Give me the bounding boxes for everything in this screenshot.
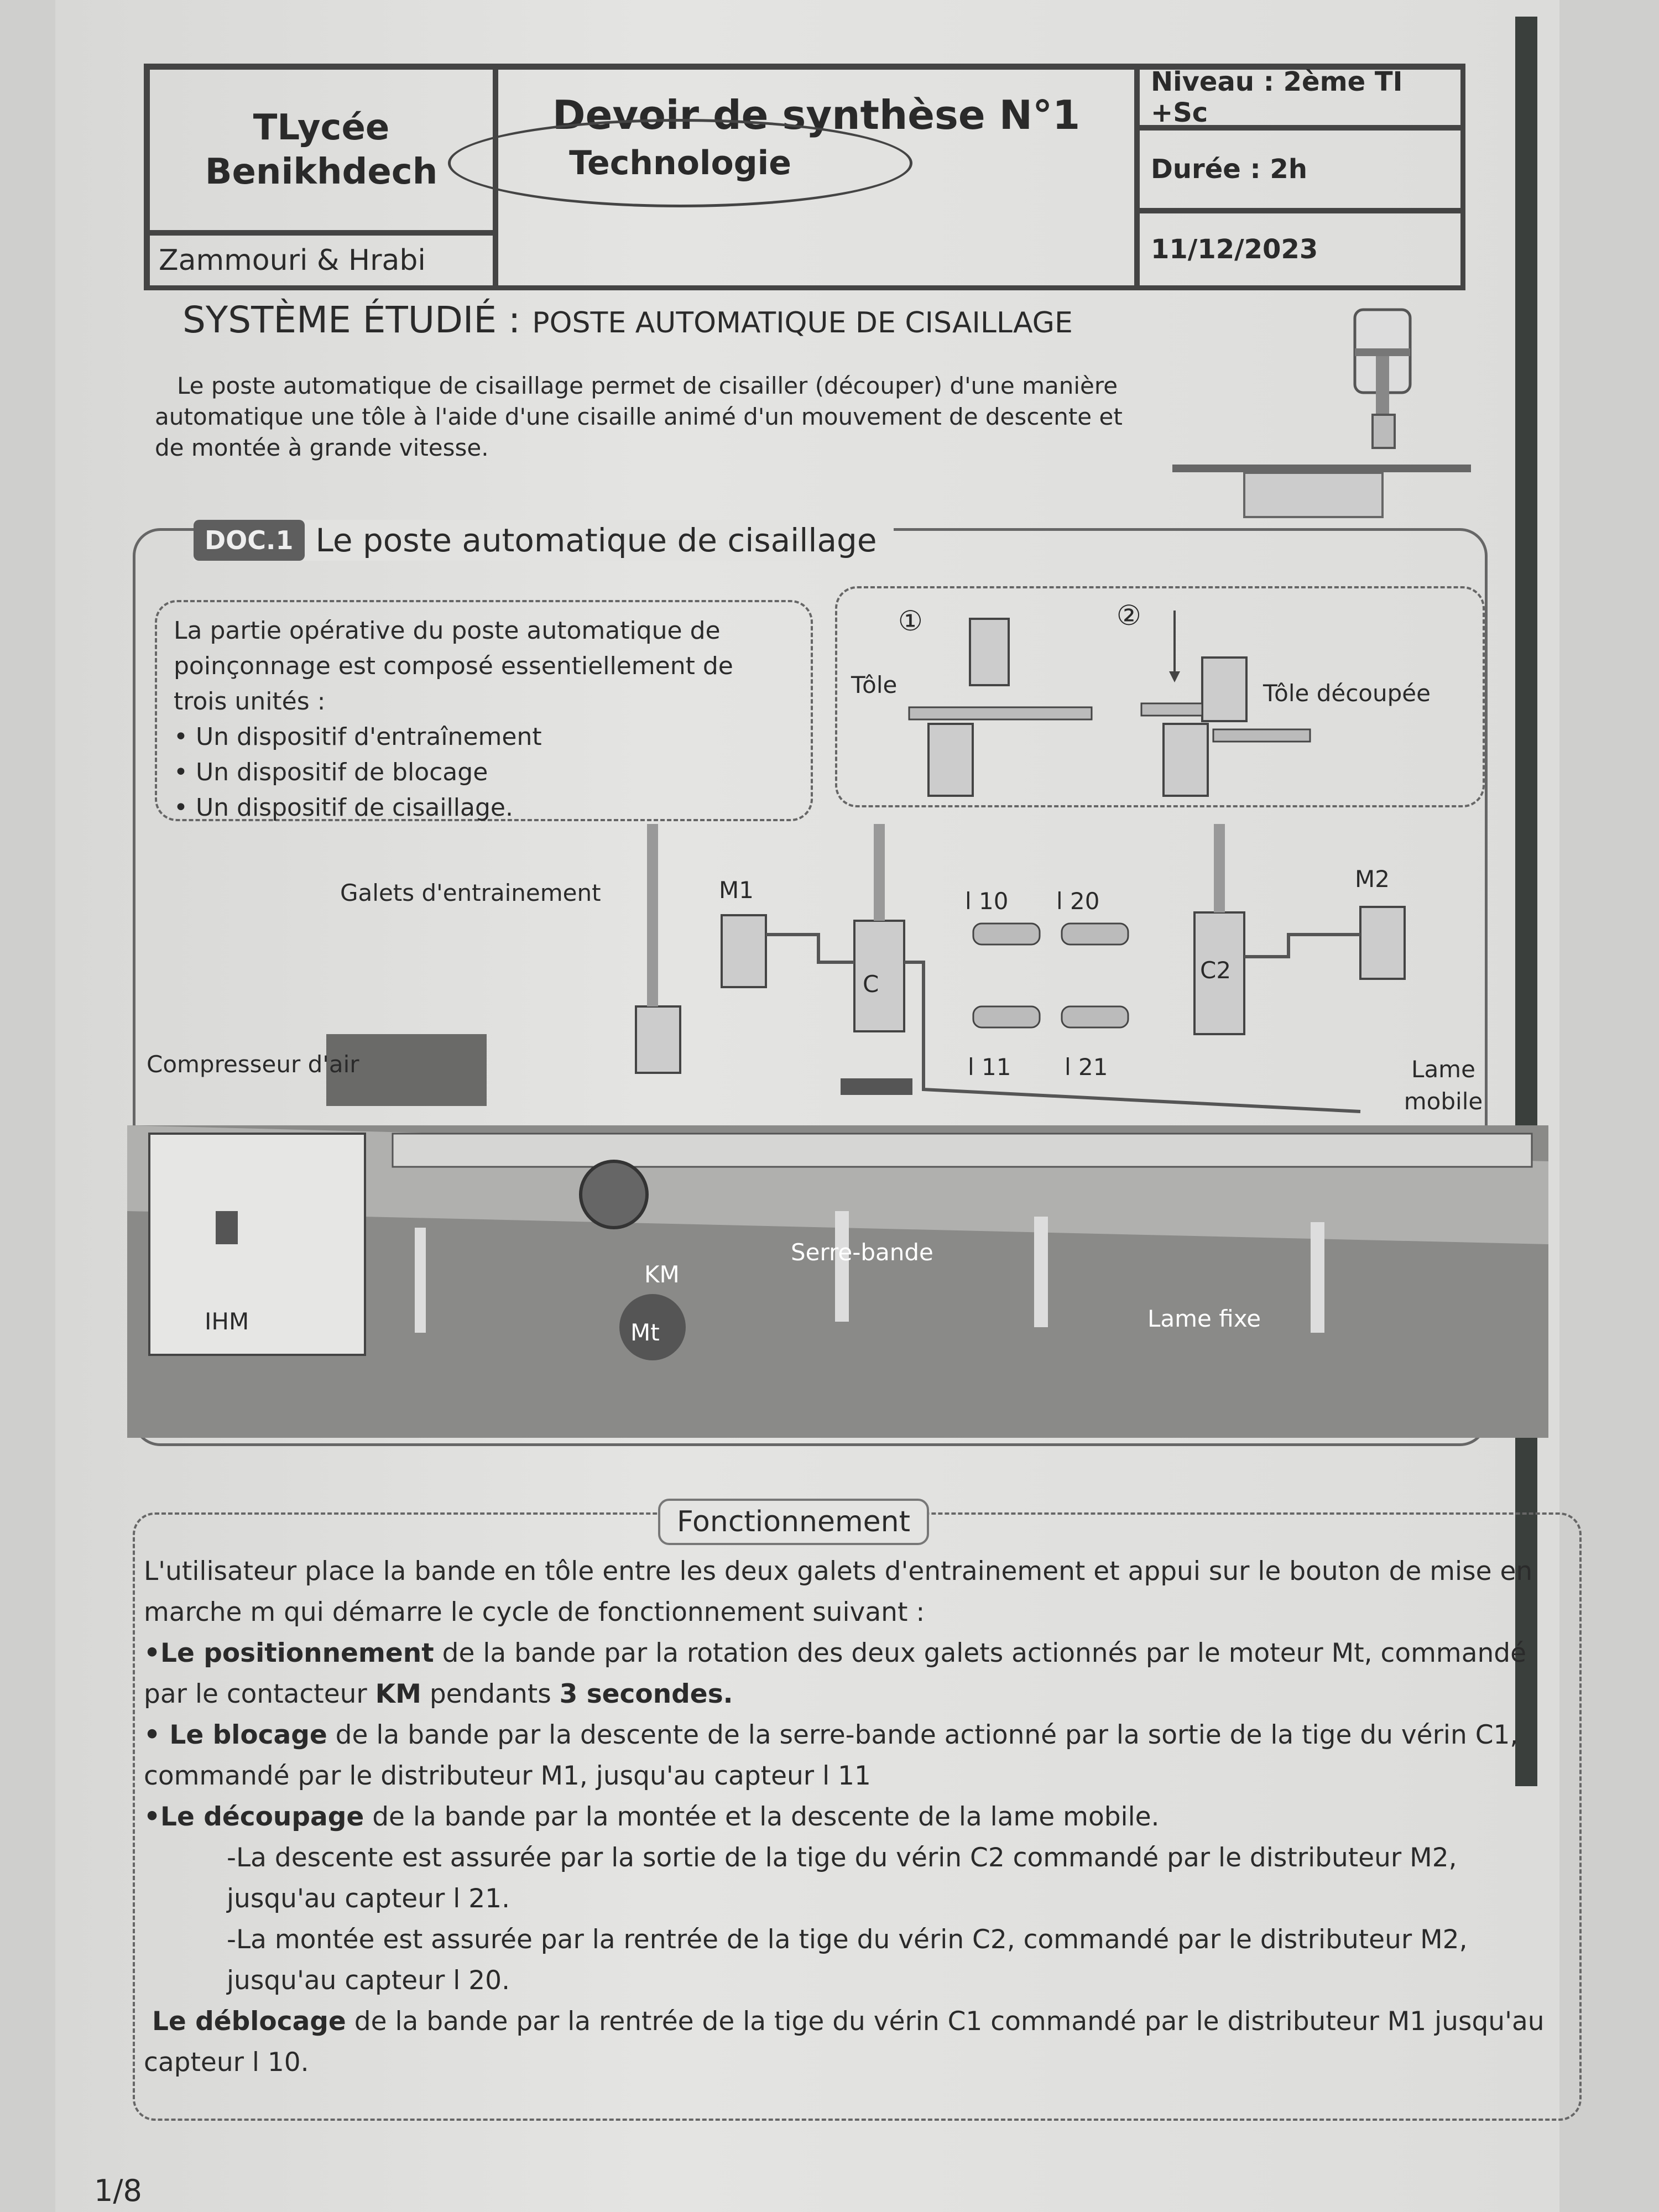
step-1-marker: ① xyxy=(898,605,923,637)
shearing-steps-box: ① ② Tôle Tôle découpée xyxy=(835,586,1485,807)
date-cell: 11/12/2023 xyxy=(1137,211,1463,288)
doc1-tag: DOC.1 xyxy=(194,520,305,561)
system-name: POSTE AUTOMATIQUE DE CISAILLAGE xyxy=(532,306,1073,340)
units-box: La partie opérative du poste automatique… xyxy=(155,600,813,822)
step-text: de la bande par la descente de la serre-… xyxy=(144,1720,1519,1791)
level-cell: Niveau : 2ème TI +Sc xyxy=(1137,66,1463,128)
step-title: •Le découpage xyxy=(144,1802,364,1832)
km-label: KM xyxy=(644,1261,680,1288)
subject-oval: Technologie xyxy=(448,119,912,207)
lame-fixe-label: Lame fixe xyxy=(1147,1305,1261,1332)
shearing-machine-illustration xyxy=(127,824,1548,1438)
l20-label: l 20 xyxy=(1056,888,1100,915)
duration-term: 3 secondes. xyxy=(559,1679,733,1709)
authors: Zammouri & Hrabi xyxy=(159,244,426,277)
page-edge-shadow xyxy=(1515,17,1537,1786)
m1-label: M1 xyxy=(719,877,754,904)
duration-cell: Durée : 2h xyxy=(1137,128,1463,211)
step-text: de la bande par la rotation des deux gal… xyxy=(144,1638,1527,1709)
c2-label: C2 xyxy=(1200,957,1232,984)
km-term: KM xyxy=(375,1679,421,1709)
compresseur-label: Compresseur d'air xyxy=(147,1051,359,1078)
page-number: 1/8 xyxy=(94,2173,142,2208)
substep-montee: -La montée est assurée par la rentrée de… xyxy=(227,1924,1468,1996)
l21-label: l 21 xyxy=(1065,1053,1108,1081)
units-intro: La partie opérative du poste automatique… xyxy=(174,617,733,716)
authors-cell: Zammouri & Hrabi xyxy=(147,233,495,288)
ihm-label: IHM xyxy=(205,1308,249,1335)
tole-decoupee-label: Tôle découpée xyxy=(1263,680,1431,707)
serre-bande-label: Serre-bande xyxy=(791,1239,933,1266)
step-blocage: • Le blocage de la bande par la descente… xyxy=(144,1715,1559,1797)
level: Niveau : 2ème TI +Sc xyxy=(1151,66,1403,128)
m2-label: M2 xyxy=(1355,865,1390,893)
unit-item: • Un dispositif de cisaillage. xyxy=(174,794,513,822)
fonctionnement-title: Fonctionnement xyxy=(658,1499,929,1545)
system-intro: Le poste automatique de cisaillage perme… xyxy=(155,372,1123,461)
step-2-marker: ② xyxy=(1117,599,1141,632)
substep-descente: -La descente est assurée par la sortie d… xyxy=(227,1843,1457,1914)
step-text: de la bande par la montée et la descente… xyxy=(364,1802,1160,1832)
paper-sheet xyxy=(55,0,1559,2212)
cylinder-illustration xyxy=(1172,308,1471,518)
step-positionnement: •Le positionnement de la bande par la ro… xyxy=(144,1633,1559,1715)
tole-label: Tôle xyxy=(851,671,898,698)
galets-label: Galets d'entrainement xyxy=(340,879,601,906)
step-text: pendants xyxy=(421,1679,560,1709)
l10-label: l 10 xyxy=(965,888,1009,915)
school-name: TLycée Benikhdech xyxy=(205,107,438,192)
step-title: • Le blocage xyxy=(144,1720,327,1750)
doc1-header: DOC.1 Le poste automatique de cisaillage xyxy=(194,520,894,561)
system-label: SYSTÈME ÉTUDIÉ : xyxy=(182,299,521,341)
school-cell: TLycée Benikhdech xyxy=(147,67,495,233)
c1-label: C xyxy=(863,971,879,998)
unit-item: • Un dispositif d'entraînement xyxy=(174,723,542,751)
l11-label: l 11 xyxy=(968,1053,1011,1081)
header-table: TLycée Benikhdech Zammouri & Hrabi Devoi… xyxy=(144,64,1465,290)
step-title: •Le positionnement xyxy=(144,1638,434,1668)
step-title: Le déblocage xyxy=(152,2006,346,2037)
intro-paragraph: L'utilisateur place la bande en tôle ent… xyxy=(144,1556,1533,1627)
mt-label: Mt xyxy=(630,1319,660,1346)
step-text: de la bande par la rentrée de la tige du… xyxy=(144,2006,1545,2078)
duration: Durée : 2h xyxy=(1151,154,1307,185)
date: 11/12/2023 xyxy=(1151,234,1318,265)
unit-item: • Un dispositif de blocage xyxy=(174,758,488,786)
doc1-title: Le poste automatique de cisaillage xyxy=(315,521,877,559)
fonctionnement-text: L'utilisateur place la bande en tôle ent… xyxy=(144,1551,1559,2083)
shearing-diagram xyxy=(908,611,1311,797)
system-heading: SYSTÈME ÉTUDIÉ : POSTE AUTOMATIQUE DE CI… xyxy=(182,299,1073,341)
step-deblocage: Le déblocage de la bande par la rentrée … xyxy=(144,2001,1559,2083)
lame-mobile-label: Lame mobile xyxy=(1404,1056,1483,1115)
step-decoupage: •Le découpage de la bande par la montée … xyxy=(144,1797,1559,1838)
subject: Technologie xyxy=(569,144,791,182)
